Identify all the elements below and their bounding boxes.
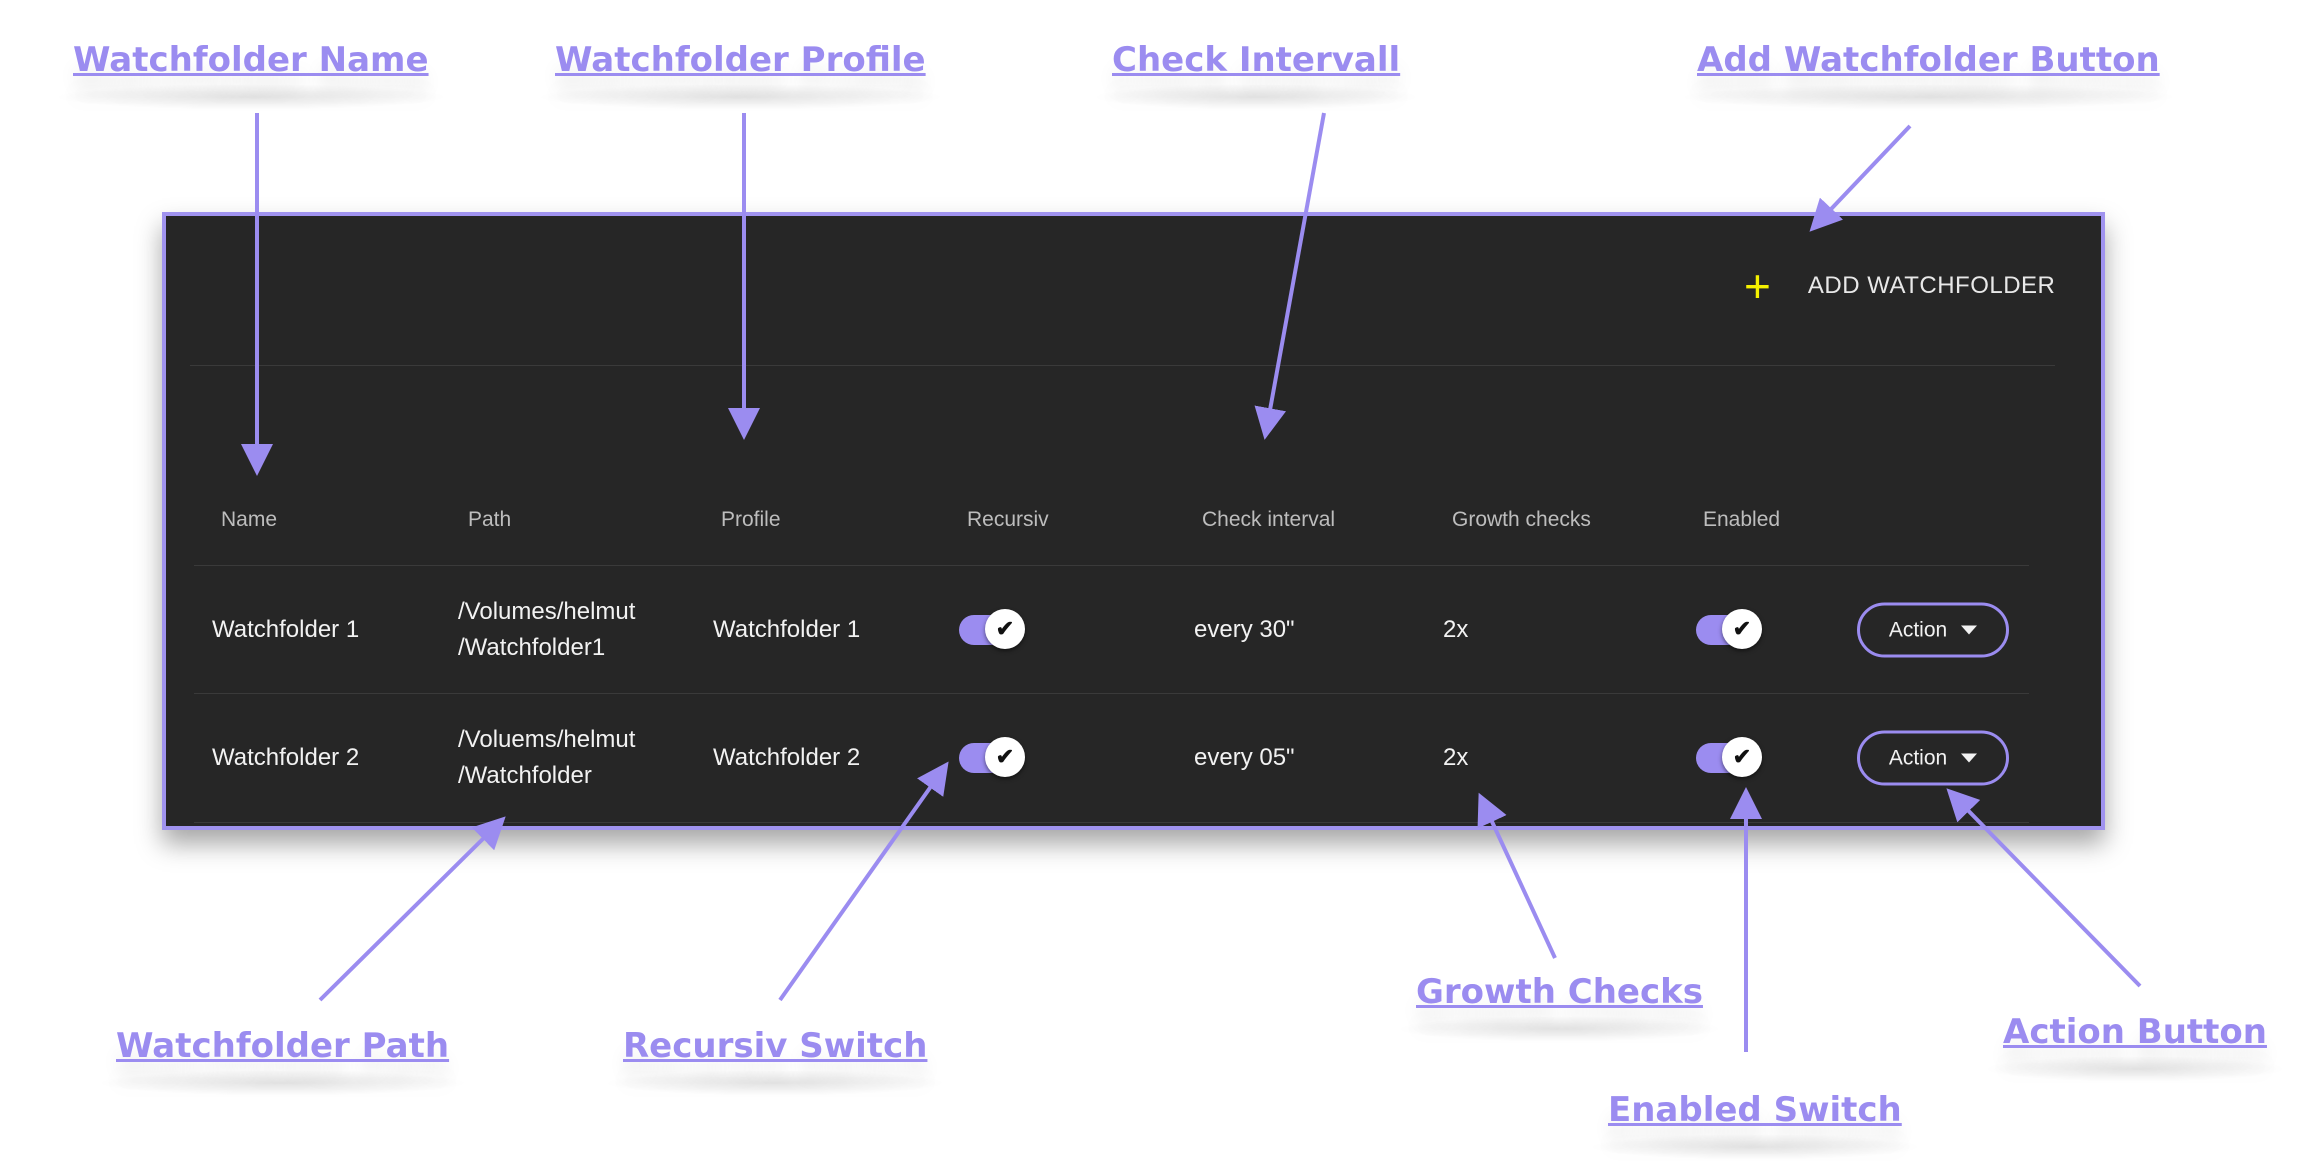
switch-knob: ✔: [985, 609, 1025, 649]
header-check-interval: Check interval: [1202, 508, 1336, 531]
cell-name: Watchfolder 2: [212, 744, 360, 771]
callout-check-intervall: Check Intervall: [1091, 40, 1421, 110]
callout-action-button: Action Button: [1983, 1012, 2287, 1082]
toolbar-divider: [190, 365, 2055, 366]
cell-path: /Volumes/helmut /Watchfolder1: [458, 594, 635, 666]
header-name: Name: [221, 508, 278, 531]
enabled-switch[interactable]: ✔: [1696, 737, 1762, 777]
arrow-add: [1809, 124, 1912, 232]
check-icon: ✔: [1732, 616, 1752, 641]
check-icon: ✔: [995, 744, 1015, 769]
table-row: Watchfolder 2 /Voluems/helmut /Watchfold…: [194, 693, 2029, 823]
arrow-action: [1946, 788, 2142, 988]
enabled-switch[interactable]: ✔: [1696, 609, 1762, 649]
callout-watchfolder-path: Watchfolder Path: [95, 1026, 470, 1096]
action-button[interactable]: Action: [1857, 730, 2009, 786]
path-line: /Watchfolder1: [458, 634, 606, 661]
caret-down-icon: [1961, 625, 1978, 635]
callout-recursiv-switch: Recursiv Switch: [602, 1026, 948, 1096]
path-line: /Voluems/helmut: [458, 726, 636, 753]
add-watchfolder-label: ADD WATCHFOLDER: [1807, 272, 2056, 299]
watchfolder-panel: + ADD WATCHFOLDER Name Path Profile Recu…: [162, 212, 2105, 830]
caret-down-icon: [1961, 753, 1978, 763]
cell-profile: Watchfolder 1: [713, 616, 861, 643]
cell-growth-checks: 2x: [1443, 616, 1469, 643]
check-icon: ✔: [1732, 744, 1752, 769]
action-label: Action: [1888, 618, 1948, 641]
header-path: Path: [468, 508, 512, 531]
cell-check-interval: every 05": [1194, 744, 1295, 771]
cell-path: /Voluems/helmut /Watchfolder: [458, 722, 635, 794]
switch-knob: ✔: [1722, 609, 1762, 649]
arrow-path: [318, 816, 506, 1002]
path-line: /Volumes/helmut: [458, 598, 636, 625]
arrow-growth: [1477, 792, 1557, 959]
switch-knob: ✔: [1722, 737, 1762, 777]
arrow-recursiv: [778, 761, 949, 1002]
cell-growth-checks: 2x: [1443, 744, 1469, 771]
arrow-interval: [1254, 112, 1326, 440]
cell-check-interval: every 30": [1194, 616, 1295, 643]
recursiv-switch[interactable]: ✔: [959, 609, 1025, 649]
header-profile: Profile: [721, 508, 781, 531]
header-recursiv: Recursiv: [967, 508, 1049, 531]
callout-enabled-switch: Enabled Switch: [1588, 1090, 1922, 1160]
cell-profile: Watchfolder 2: [713, 744, 861, 771]
action-button[interactable]: Action: [1857, 602, 2009, 658]
cell-name: Watchfolder 1: [212, 616, 360, 643]
plus-icon: +: [1744, 260, 1771, 312]
action-label: Action: [1888, 746, 1948, 769]
callout-watchfolder-name: Watchfolder Name: [53, 40, 449, 110]
table-row: Watchfolder 1 /Volumes/helmut /Watchfold…: [194, 565, 2029, 694]
header-enabled: Enabled: [1703, 508, 1781, 531]
switch-knob: ✔: [985, 737, 1025, 777]
callout-add-watchfolder-button: Add Watchfolder Button: [1677, 40, 2180, 110]
add-watchfolder-button[interactable]: + ADD WATCHFOLDER: [1744, 256, 2055, 316]
callout-watchfolder-profile: Watchfolder Profile: [535, 40, 946, 110]
callout-growth-checks: Growth Checks: [1396, 972, 1723, 1042]
check-icon: ✔: [995, 616, 1015, 641]
header-growth-checks: Growth checks: [1452, 508, 1591, 531]
path-line: /Watchfolder: [458, 762, 592, 789]
recursiv-switch[interactable]: ✔: [959, 737, 1025, 777]
